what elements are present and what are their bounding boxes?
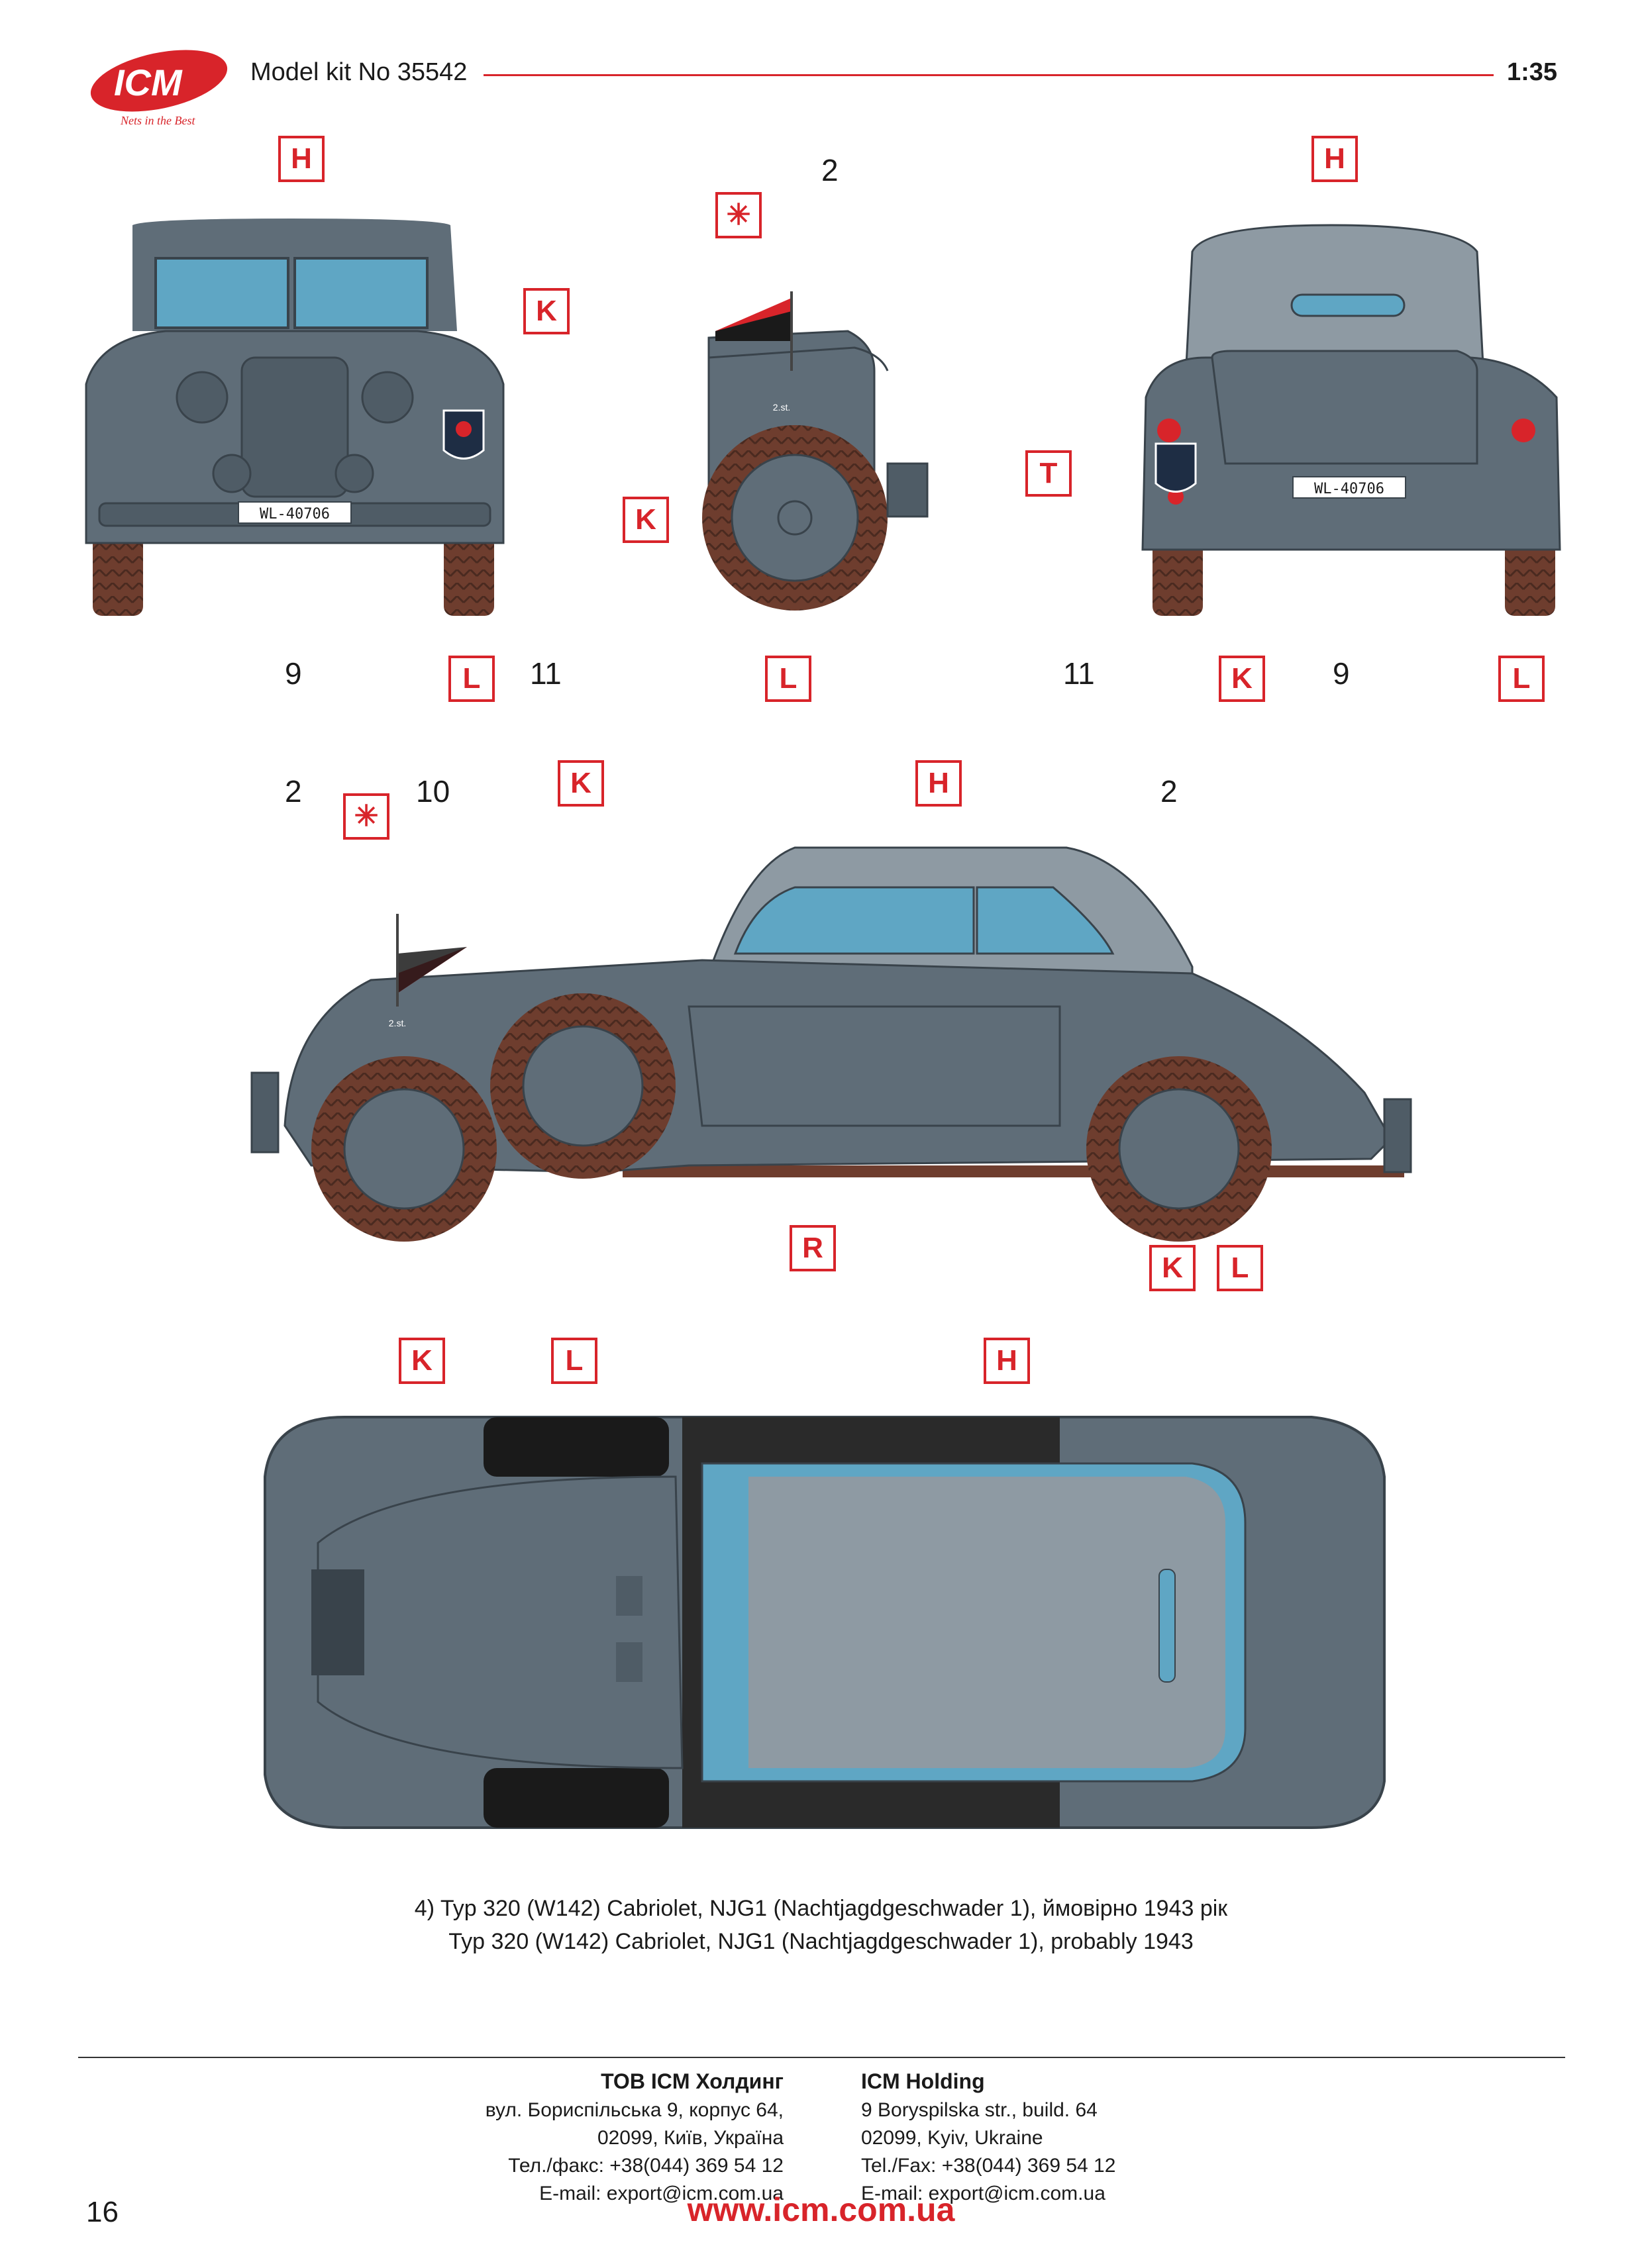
large-side-view: 2.st. <box>250 846 1412 1242</box>
tag-side-r: R <box>790 1225 836 1271</box>
tag-side-star: ✳ <box>343 793 389 840</box>
page-number: 16 <box>86 2196 119 2228</box>
footer-ua-address1: вул. Бориспільська 9, корпус 64, <box>485 2099 784 2121</box>
tag-top-l: L <box>551 1338 597 1384</box>
front-plate: WL-40706 <box>260 506 330 522</box>
side-num-2a: 2 <box>285 774 302 809</box>
website-link[interactable]: www.icm.com.ua <box>687 2191 955 2228</box>
tag-front-k: K <box>523 288 570 334</box>
rear-view: WL-40706 <box>1141 224 1561 616</box>
front-num-9: 9 <box>285 656 302 691</box>
footer-en-address1: 9 Boryspilska str., build. 64 <box>861 2099 1098 2121</box>
logo-text: ICM <box>114 62 183 103</box>
tag-small-star: ✳ <box>715 192 762 238</box>
icm-logo: ICM Nets in the Best <box>79 40 232 132</box>
footer-en: ICM Holding 9 Boryspilska str., build. 6… <box>861 2067 1115 2208</box>
logo-tagline: Nets in the Best <box>120 114 195 127</box>
tag-side-k: K <box>558 760 604 807</box>
tag-side-h: H <box>915 760 962 807</box>
tag-small-l: L <box>765 656 811 702</box>
caption-en: Typ 320 (W142) Cabriolet, NJG1 (Nachtjag… <box>448 1929 1194 1954</box>
footer-ua: ТОВ ICM Холдинг вул. Бориспільська 9, ко… <box>486 2067 784 2208</box>
header-rule <box>484 74 1494 76</box>
tag-rear-l: L <box>1498 656 1545 702</box>
tag-side-k2: K <box>1149 1245 1196 1291</box>
top-view <box>264 1416 1386 1829</box>
footer-ua-email[interactable]: E-mail: export@icm.com.ua <box>539 2183 784 2204</box>
footer-rule <box>78 2057 1565 2058</box>
tag-small-k: K <box>623 497 669 543</box>
front-view: WL-40706 <box>85 219 505 616</box>
tag-side-l: L <box>1217 1245 1263 1291</box>
front-num-11: 11 <box>530 656 562 691</box>
tag-rear-h: H <box>1311 136 1358 182</box>
tag-rear-k: K <box>1219 656 1265 702</box>
footer-en-address2: 02099, Kyiv, Ukraine <box>861 2127 1043 2149</box>
rear-num-11: 11 <box>1063 656 1095 691</box>
tag-front-l: L <box>448 656 495 702</box>
footer-ua-company: ТОВ ICM Холдинг <box>601 2069 784 2093</box>
footer-ua-phone: Тел./факс: +38(044) 369 54 12 <box>508 2155 784 2177</box>
small-side-view: 2.st. <box>702 291 929 611</box>
tag-top-k: K <box>399 1338 445 1384</box>
footer-en-phone: Tel./Fax: +38(044) 369 54 12 <box>861 2155 1116 2177</box>
tag-top-h: H <box>984 1338 1030 1384</box>
tag-front-h: H <box>278 136 325 182</box>
kit-title: Model kit No 35542 <box>250 58 468 86</box>
small-side-fender-text: 2.st. <box>773 402 790 413</box>
rear-num-9: 9 <box>1333 656 1350 691</box>
side-num-2b: 2 <box>1160 774 1178 809</box>
tag-rear-t: T <box>1025 450 1072 497</box>
side-fender-text: 2.st. <box>389 1018 406 1028</box>
footer-ua-address2: 02099, Київ, Україна <box>597 2127 784 2149</box>
small-num-2: 2 <box>821 153 839 187</box>
footer-en-company: ICM Holding <box>861 2069 985 2093</box>
scale-label: 1:35 <box>1507 58 1558 86</box>
side-num-10: 10 <box>416 774 450 809</box>
caption-ua: 4) Typ 320 (W142) Cabriolet, NJG1 (Nacht… <box>414 1896 1228 1921</box>
rear-plate: WL-40706 <box>1314 481 1384 497</box>
footer-en-email[interactable]: E-mail: export@icm.com.ua <box>861 2183 1105 2204</box>
